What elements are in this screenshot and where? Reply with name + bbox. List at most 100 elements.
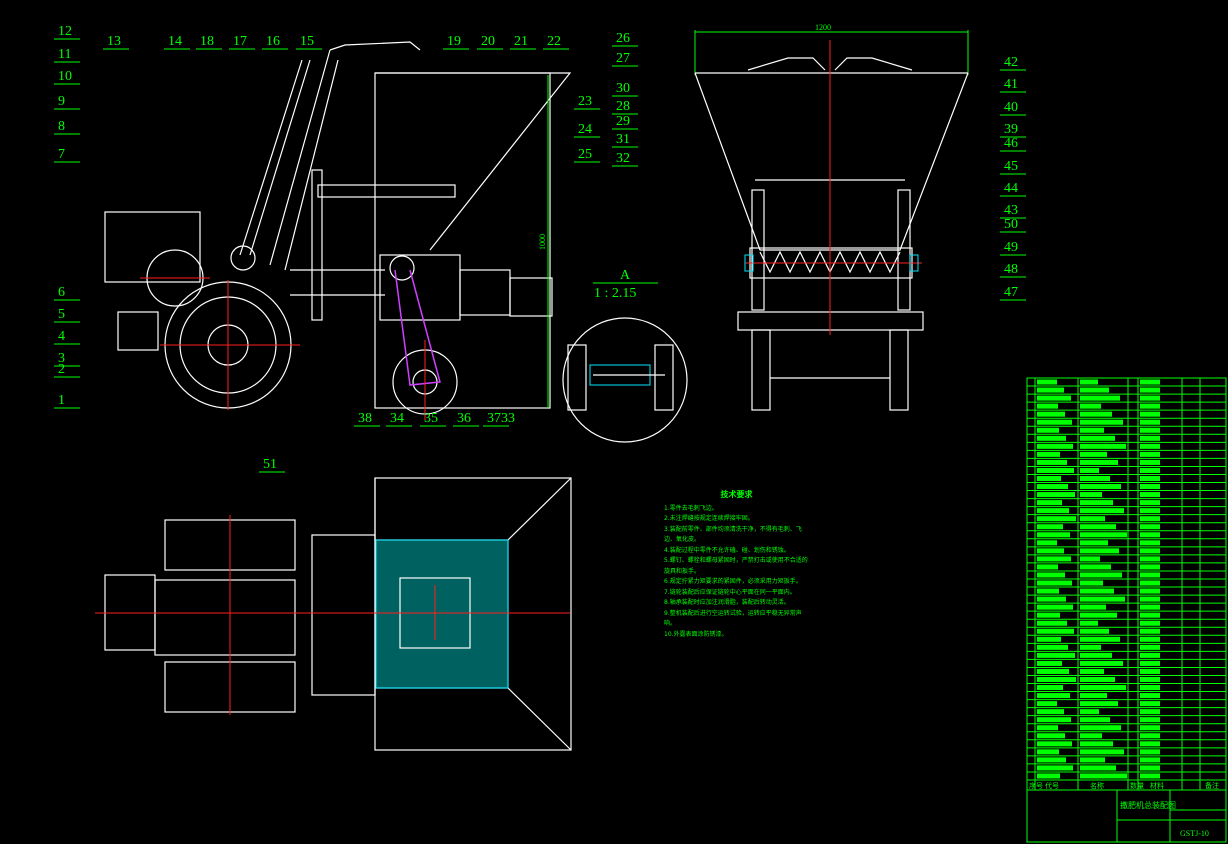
part-label: 16 [266, 34, 280, 49]
bom-cell-material [1140, 596, 1160, 602]
bom-cell-material [1140, 580, 1160, 586]
bom-cell-code [1037, 668, 1069, 674]
bom-cell-material [1140, 773, 1160, 779]
bom-cell-code [1037, 676, 1076, 683]
bom-cell-code [1037, 620, 1067, 626]
part-label: 32 [616, 151, 630, 166]
part-label: 3 [58, 351, 65, 366]
bom-cell-material [1140, 620, 1160, 626]
bom-cell-material [1140, 564, 1160, 570]
part-label: 23 [578, 94, 592, 109]
bom-cell-name [1080, 709, 1099, 715]
bom-cell-material [1140, 709, 1160, 715]
bom-cell-material [1140, 652, 1160, 658]
bom-cell-code [1037, 500, 1062, 506]
bom-cell-code [1037, 387, 1064, 393]
bom-cell-material [1140, 741, 1160, 747]
height-dimension: 1000 [538, 234, 547, 250]
technical-requirements: 技术要求 1.零件去毛刺飞边。2.未注焊缝按规定连续焊接牢固。3.装配前零件、部… [664, 490, 809, 640]
bom-header: 数量 [1130, 781, 1144, 790]
bom-cell-code [1037, 660, 1062, 666]
bom-cell-name [1080, 644, 1101, 650]
part-label: 19 [447, 34, 461, 49]
bom-cell-name [1080, 508, 1124, 514]
notes-title: 技术要求 [720, 490, 753, 499]
part-label: 22 [547, 34, 561, 49]
bom-cell-code [1037, 532, 1070, 538]
part-label: 47 [1004, 285, 1018, 300]
part-label: 28 [616, 99, 630, 114]
bom-cell-name [1080, 620, 1098, 626]
drawing-title: 撒肥机总装配图 [1120, 800, 1176, 810]
bom-cell-name [1080, 411, 1112, 417]
bom-cell-code [1037, 733, 1065, 739]
bom-cell-name [1080, 435, 1115, 441]
bom-cell-material [1140, 435, 1160, 441]
part-label: 40 [1004, 100, 1018, 115]
bom-cell-material [1140, 628, 1160, 634]
bom-cell-material [1140, 379, 1160, 385]
part-label: 26 [616, 31, 630, 46]
bom-cell-code [1037, 508, 1069, 514]
width-dimension: 1200 [815, 23, 831, 32]
bom-cell-material [1140, 403, 1160, 409]
bom-cell-code [1037, 419, 1072, 425]
bom-cell-material [1140, 427, 1160, 433]
bom-cell-code [1037, 652, 1075, 658]
bom-cell-material [1140, 459, 1160, 465]
part-label: 29 [616, 114, 630, 129]
part-label: 48 [1004, 262, 1018, 277]
bom-header: 名称 [1090, 781, 1104, 790]
bom-cell-material [1140, 693, 1160, 699]
bom-cell-material [1140, 556, 1160, 562]
part-label: 10 [58, 69, 72, 84]
part-label: 14 [168, 34, 182, 49]
part-label: 17 [233, 34, 247, 49]
bom-cell-material [1140, 419, 1160, 425]
bom-cell-code [1037, 588, 1059, 594]
bom-cell-material [1140, 475, 1160, 482]
note-item: 5.螺钉、螺栓和螺母紧固时，严禁打击或使用不合适的旋具和扳手。 [664, 557, 808, 575]
bom-cell-code [1037, 451, 1060, 457]
note-item: 6.规定拧紧力矩要求的紧固件，必须采用力矩扳手。 [664, 578, 802, 585]
part-label: 46 [1004, 136, 1018, 151]
bom-header: 序号 [1029, 781, 1043, 790]
bom-cell-name [1080, 652, 1112, 658]
bom-cell-name [1080, 419, 1123, 425]
bom-cell-name [1080, 717, 1110, 723]
part-label: 49 [1004, 240, 1018, 255]
bom-cell-code [1037, 467, 1074, 473]
bom-cell-material [1140, 467, 1160, 473]
bom-cell-name [1080, 733, 1102, 739]
bom-cell-name [1080, 685, 1126, 691]
bom-cell-name [1080, 757, 1105, 763]
part-label: 36 [457, 411, 471, 426]
bom-cell-material [1140, 765, 1160, 771]
bom-cell-material [1140, 492, 1160, 498]
part-label: 3733 [487, 411, 515, 426]
bom-cell-code [1037, 395, 1071, 401]
bom-cell-name [1080, 572, 1122, 578]
bom-cell-code [1037, 749, 1059, 755]
bom-cell-material [1140, 685, 1160, 691]
bom-cell-material [1140, 395, 1160, 401]
bom-cell-material [1140, 757, 1160, 763]
bom-cell-name [1080, 564, 1111, 570]
bom-cell-code [1037, 379, 1057, 385]
bom-cell-code [1037, 693, 1070, 699]
bom-cell-code [1037, 765, 1073, 771]
bom-cell-name [1080, 668, 1104, 674]
bom-cell-name [1080, 612, 1117, 618]
bom-cell-name [1080, 773, 1127, 779]
bom-cell-code [1037, 411, 1065, 417]
bom-cell-material [1140, 500, 1160, 506]
part-label: 12 [58, 24, 72, 39]
bom-cell-material [1140, 668, 1160, 674]
part-label: 51 [263, 457, 277, 472]
bom-cell-code [1037, 475, 1061, 482]
drawing-code: GSTJ-10 [1180, 829, 1209, 838]
bom-cell-name [1080, 741, 1113, 747]
bom-header: 材料 [1150, 781, 1164, 790]
bom-cell-name [1080, 765, 1116, 771]
